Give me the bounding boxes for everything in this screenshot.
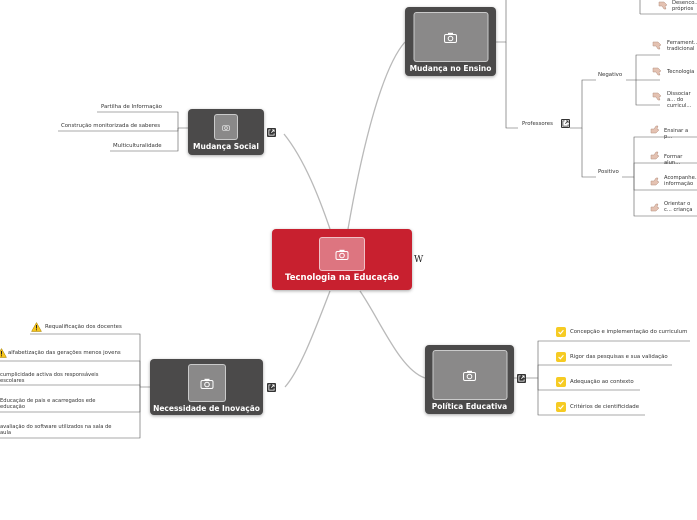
central-image-placeholder	[319, 237, 365, 271]
warning-icon	[0, 348, 7, 358]
thumbs-up-icon	[650, 151, 660, 160]
necessidade-image	[187, 364, 226, 402]
camera-icon	[222, 125, 230, 131]
necessidade-item-avaliacao[interactable]: avaliação do software utilizados na sala…	[0, 424, 112, 436]
necessidade-item-cumplicidade[interactable]: cumplicidade activa dos responsáveis esc…	[0, 372, 99, 384]
necessidade-title: Necessidade de Inovação	[153, 404, 260, 413]
politica-item-adequacao[interactable]: Adequação ao contexto	[570, 379, 634, 385]
checkmark-icon	[556, 327, 566, 337]
mudanca-ensino-node[interactable]: Mudança no Ensino	[405, 7, 496, 76]
link-icon[interactable]	[517, 374, 526, 383]
link-icon[interactable]	[267, 383, 276, 392]
politica-educativa-node[interactable]: Política Educativa	[425, 345, 514, 414]
thumbs-down-icon	[658, 1, 668, 10]
camera-icon	[463, 370, 476, 381]
mudanca-social-image	[214, 114, 238, 140]
warning-icon	[31, 322, 42, 332]
mudanca-ensino-title: Mudança no Ensino	[409, 64, 492, 73]
checkmark-icon	[556, 352, 566, 362]
negativo-item-ferramentas[interactable]: Ferrament... tradicional	[667, 40, 697, 52]
social-item-partilha[interactable]: Partilha de Informação	[101, 104, 162, 110]
camera-icon	[444, 32, 457, 43]
ensino-top-item[interactable]: Desenco... próprios	[672, 0, 697, 12]
mudanca-social-node[interactable]: Mudança Social	[188, 109, 264, 155]
mudanca-ensino-image	[413, 12, 488, 62]
negativo-label[interactable]: Negativo	[598, 72, 623, 78]
w-mark: W	[414, 255, 424, 265]
thumbs-up-icon	[650, 203, 660, 212]
professores-label[interactable]: Professores	[522, 121, 553, 127]
positivo-item-formar[interactable]: Formar alun...	[664, 154, 683, 166]
politica-item-rigor[interactable]: Rigor das pesquisas e sua validação	[570, 354, 668, 360]
positivo-item-ensinar[interactable]: Ensinar a p...	[664, 128, 689, 140]
positivo-label[interactable]: Positivo	[598, 169, 619, 175]
social-item-construcao[interactable]: Construção monitorizada de saberes	[61, 123, 160, 129]
positivo-item-orientar[interactable]: Orientar o c... criança	[664, 201, 693, 213]
necessidade-inovacao-node[interactable]: Necessidade de Inovação	[150, 359, 263, 415]
link-icon[interactable]	[267, 128, 276, 137]
necessidade-item-requalificacao[interactable]: Requalificação dos docentes	[45, 324, 122, 330]
mudanca-social-title: Mudança Social	[193, 142, 259, 151]
thumbs-up-icon	[650, 177, 660, 186]
politica-image	[432, 350, 507, 400]
checkmark-icon	[556, 377, 566, 387]
necessidade-item-alfabetizacao[interactable]: alfabetização das gerações menos jovens	[8, 350, 121, 356]
thumbs-down-icon	[652, 41, 662, 50]
politica-item-concepcao[interactable]: Concepção e implementação do curriculum	[570, 329, 688, 335]
camera-icon	[200, 378, 213, 389]
thumbs-down-icon	[652, 92, 662, 101]
social-item-multiculturalidade[interactable]: Multiculturalidade	[113, 143, 162, 149]
necessidade-item-educacao-pais[interactable]: Educação de pais e acarregados ede educa…	[0, 398, 96, 410]
thumbs-up-icon	[650, 125, 660, 134]
thumbs-down-icon	[652, 67, 662, 76]
checkmark-icon	[556, 402, 566, 412]
central-topic-node[interactable]: Tecnologia na Educação	[272, 229, 412, 290]
central-topic-title: Tecnologia na Educação	[285, 273, 399, 283]
link-icon[interactable]	[561, 119, 570, 128]
positivo-item-acompanhe[interactable]: Acompanhe... informação	[664, 175, 697, 187]
politica-title: Política Educativa	[431, 402, 508, 411]
politica-item-criterios[interactable]: Critérios de cientificidade	[570, 404, 640, 410]
camera-icon	[335, 249, 349, 260]
negativo-item-dissociar[interactable]: Dissociar a... do curricul...	[667, 91, 692, 109]
negativo-item-tecnologia[interactable]: Tecnologia	[667, 69, 695, 75]
